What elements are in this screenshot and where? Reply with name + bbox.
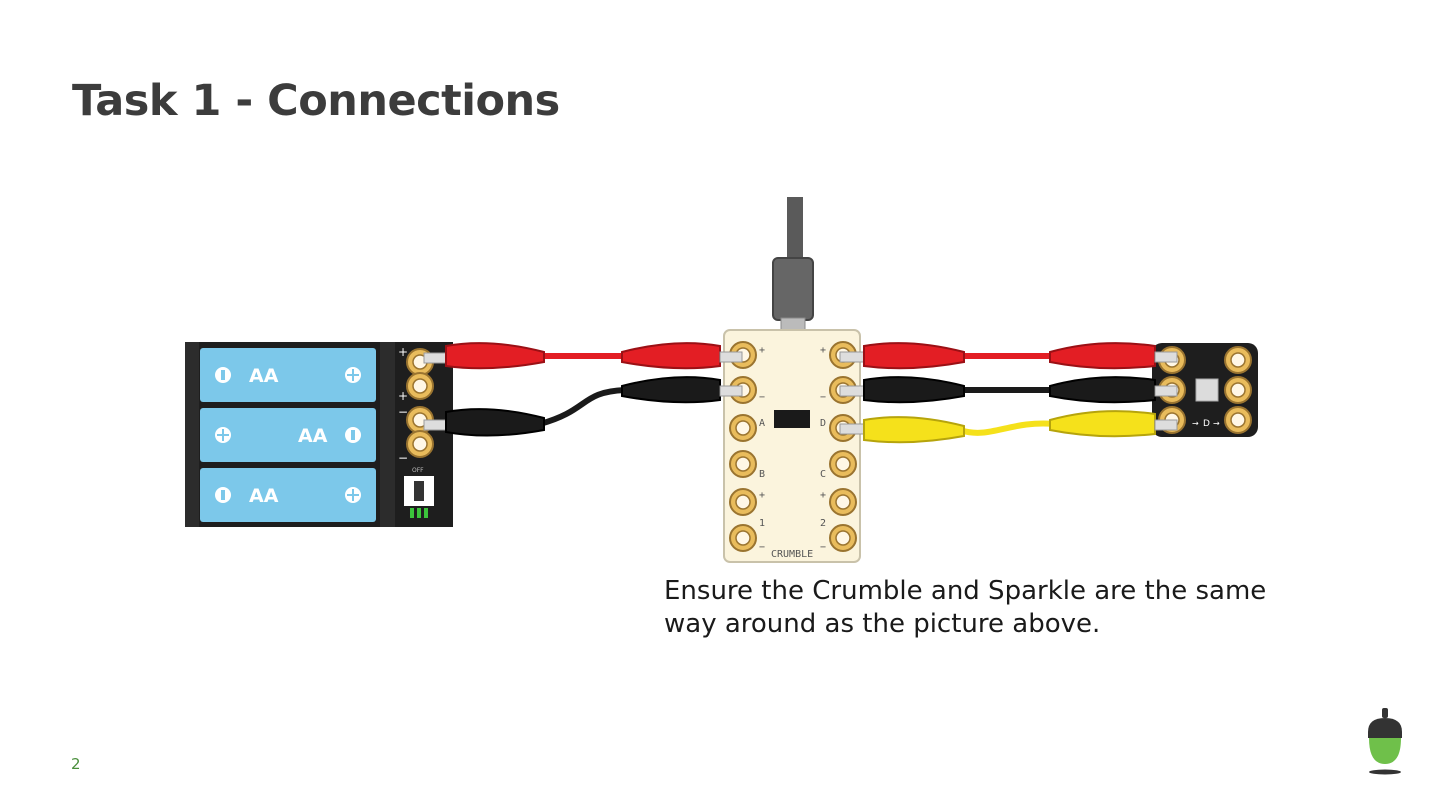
crumble-pin-label: D (820, 418, 826, 429)
usb-cable (772, 197, 814, 331)
wire-battery-plus-red (423, 342, 743, 370)
crumble-board: + − A B + − + − D C + − 1 2 CRUMBLE (723, 329, 861, 563)
sparkle-data-label: D (1203, 419, 1210, 429)
crumble-pin-label: − (820, 392, 826, 403)
crumble-pin-label: − (820, 542, 826, 553)
wire-crumble-plus-red (839, 342, 1178, 370)
svg-text:→: → (1213, 419, 1220, 428)
crumble-pin-label: 1 (759, 518, 765, 529)
svg-text:+: + (398, 389, 408, 403)
crumble-pin-label: − (759, 542, 765, 553)
crumble-pin-label: B (759, 469, 765, 480)
svg-text:−: − (398, 451, 408, 465)
slide-title: Task 1 - Connections (72, 76, 560, 126)
battery-cell-label: AA (298, 425, 328, 447)
crumble-pin-label: A (759, 418, 765, 429)
page-number: 2 (71, 755, 81, 773)
svg-text:→: → (1192, 419, 1199, 428)
crumble-pin-label: + (820, 345, 826, 356)
battery-cell-1: AA (200, 348, 376, 402)
acorn-logo-icon (1368, 708, 1402, 775)
crumble-pin-label: + (759, 490, 765, 501)
svg-text:+: + (398, 345, 408, 359)
wire-crumble-d-yellow (839, 410, 1178, 444)
crumble-pin-label: + (759, 345, 765, 356)
crumble-pin-label: + (820, 490, 826, 501)
battery-cell-label: AA (249, 365, 279, 387)
battery-cell-2: AA (200, 408, 376, 462)
switch-label: OFF (412, 467, 424, 474)
battery-cell-label: AA (249, 485, 279, 507)
wire-crumble-minus-black (839, 376, 1178, 404)
caption-line-2: way around as the picture above. (664, 609, 1101, 639)
crumble-pin-label: − (759, 392, 765, 403)
svg-text:−: − (398, 405, 408, 419)
battery-cell-3: AA (200, 468, 376, 522)
crumble-brand: CRUMBLE (771, 549, 813, 560)
crumble-pin-label: 2 (820, 518, 826, 529)
sparkle-board: → D → (1152, 343, 1258, 437)
led-icon (1195, 378, 1219, 402)
crumble-pin-label: C (820, 469, 826, 480)
wire-battery-minus-black (423, 376, 743, 437)
battery-pack: AA AA AA + + − − OFF (185, 342, 453, 527)
caption-line-1: Ensure the Crumble and Sparkle are the s… (664, 576, 1267, 606)
caption-text: Ensure the Crumble and Sparkle are the s… (664, 575, 1364, 641)
